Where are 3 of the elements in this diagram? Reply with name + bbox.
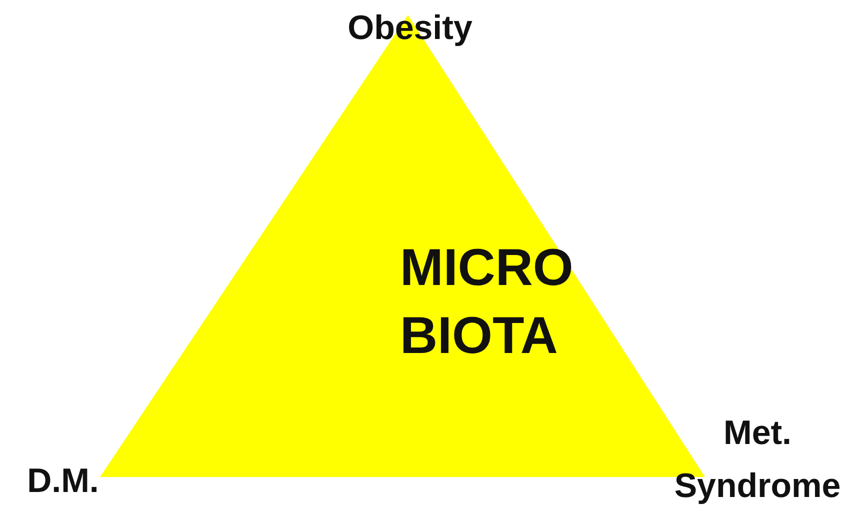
node-label: MICRO BIOTA bbox=[400, 238, 574, 367]
corner-label: Met. Syndrome bbox=[673, 413, 842, 507]
corner-label: D.M. bbox=[26, 461, 100, 502]
